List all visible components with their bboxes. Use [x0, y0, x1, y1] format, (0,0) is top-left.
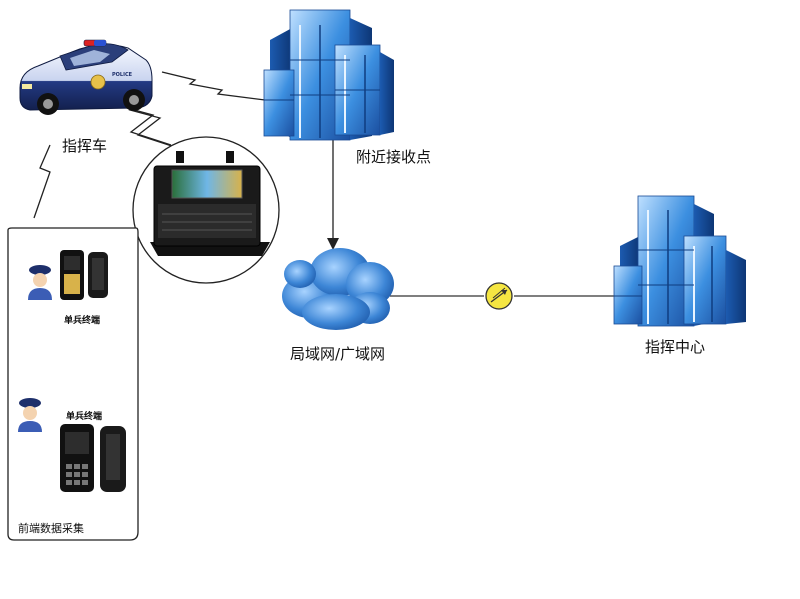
- nearby-receiver-label: 附近接收点: [356, 148, 432, 166]
- command-center-label: 指挥中心: [645, 338, 706, 356]
- relay-icon: [485, 282, 513, 310]
- cloud-icon: [282, 248, 394, 330]
- command-vehicle-label: 指挥车: [62, 137, 108, 155]
- network-label: 局域网/广域网: [290, 345, 386, 363]
- police-officer-icon: [18, 398, 42, 432]
- police-car-icon: [19, 39, 153, 115]
- terminal-label: 单兵终端: [66, 412, 103, 422]
- police-officer-icon: [28, 265, 52, 300]
- building-icon: [613, 195, 746, 327]
- terminal-label: 单兵终端: [64, 316, 101, 326]
- handset-icon: [60, 250, 108, 300]
- wireless-link-car-to-receiver: [161, 71, 266, 101]
- arrow-receiver-to-network: [327, 138, 339, 250]
- police-badge-text: POLICE: [112, 72, 133, 78]
- portable-device-icon: [150, 151, 270, 256]
- front-end-label: 前端数据采集: [18, 522, 84, 535]
- handset-icon: [60, 424, 126, 492]
- wireless-link-frontend-to-car: [33, 144, 51, 219]
- building-icon: [263, 9, 394, 141]
